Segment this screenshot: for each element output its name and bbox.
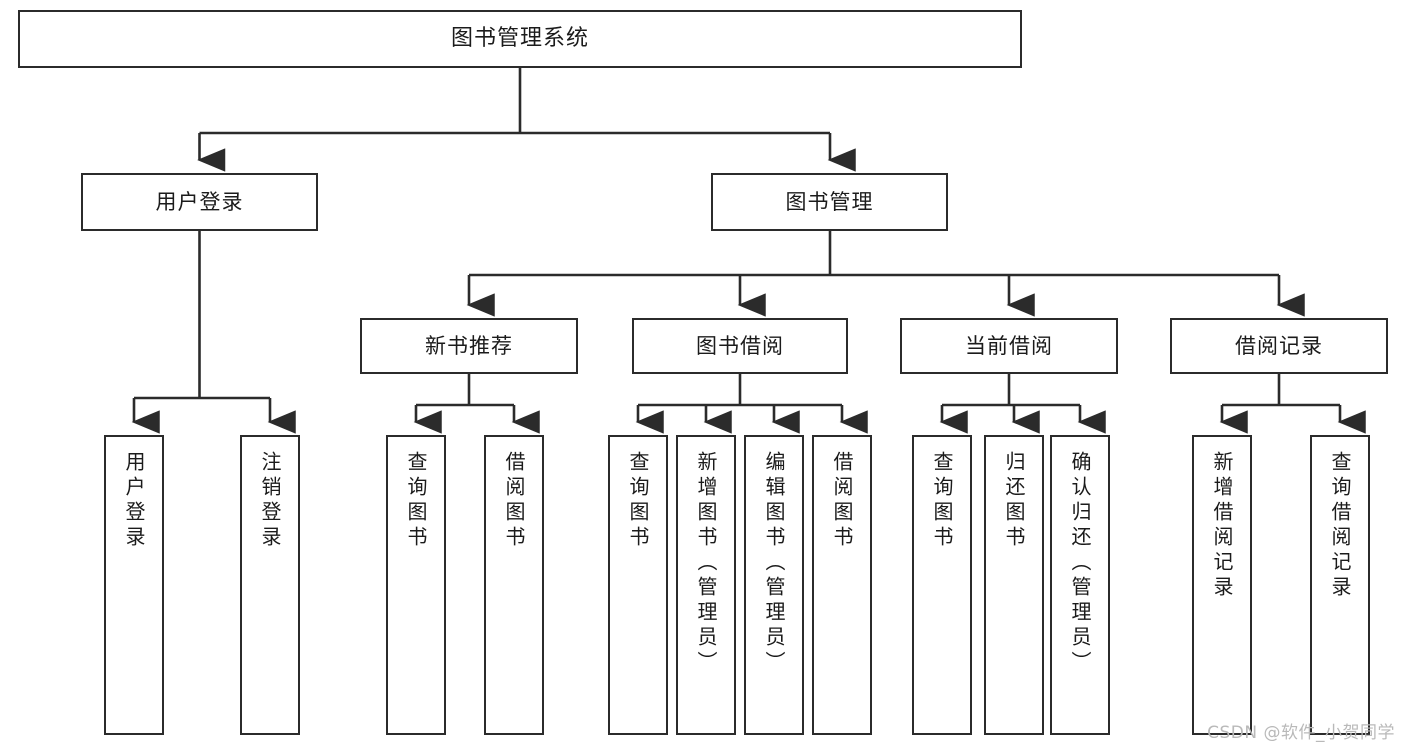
node-book-borrow[interactable]: 图书借阅 <box>632 318 848 374</box>
node-leaf-confirm-return[interactable]: 确认归还（管理员） <box>1050 435 1110 735</box>
node-label: 用户登录 <box>122 451 146 551</box>
node-current-borrow[interactable]: 当前借阅 <box>900 318 1118 374</box>
node-leaf-user-login[interactable]: 用户登录 <box>104 435 164 735</box>
node-label: 注销登录 <box>258 451 282 551</box>
node-leaf-query-book-1[interactable]: 查询图书 <box>386 435 446 735</box>
node-label: 借阅图书 <box>830 451 854 551</box>
node-label: 归还图书 <box>1002 451 1026 551</box>
node-new-book-recommend[interactable]: 新书推荐 <box>360 318 578 374</box>
node-label: 查询借阅记录 <box>1328 451 1352 601</box>
node-label: 查询图书 <box>404 451 428 551</box>
node-book-manage[interactable]: 图书管理 <box>711 173 948 231</box>
node-leaf-return-book[interactable]: 归还图书 <box>984 435 1044 735</box>
node-leaf-borrow-book-1[interactable]: 借阅图书 <box>484 435 544 735</box>
node-leaf-query-book-3[interactable]: 查询图书 <box>912 435 972 735</box>
node-label: 图书借阅 <box>696 333 784 358</box>
node-label: 编辑图书（管理员） <box>762 451 786 676</box>
node-label: 确认归还（管理员） <box>1068 451 1092 676</box>
node-root-system[interactable]: 图书管理系统 <box>18 10 1022 68</box>
node-leaf-logout[interactable]: 注销登录 <box>240 435 300 735</box>
node-leaf-query-record[interactable]: 查询借阅记录 <box>1310 435 1370 735</box>
node-label: 新增借阅记录 <box>1210 451 1234 601</box>
node-label: 图书管理 <box>785 189 874 214</box>
node-label: 新书推荐 <box>425 333 513 358</box>
node-label: 借阅图书 <box>502 451 526 551</box>
node-leaf-add-record[interactable]: 新增借阅记录 <box>1192 435 1252 735</box>
node-label: 新增图书（管理员） <box>694 451 718 676</box>
node-label: 图书管理系统 <box>450 26 589 52</box>
node-label: 查询图书 <box>626 451 650 551</box>
node-leaf-borrow-book-2[interactable]: 借阅图书 <box>812 435 872 735</box>
node-label: 借阅记录 <box>1235 333 1323 358</box>
node-label: 当前借阅 <box>965 333 1053 358</box>
node-borrow-record[interactable]: 借阅记录 <box>1170 318 1388 374</box>
node-leaf-query-book-2[interactable]: 查询图书 <box>608 435 668 735</box>
node-label: 查询图书 <box>930 451 954 551</box>
node-user-login[interactable]: 用户登录 <box>81 173 318 231</box>
node-leaf-add-book[interactable]: 新增图书（管理员） <box>676 435 736 735</box>
node-leaf-edit-book[interactable]: 编辑图书（管理员） <box>744 435 804 735</box>
node-label: 用户登录 <box>155 189 244 214</box>
watermark-text: CSDN @软件_小贺同学 <box>1207 723 1395 743</box>
